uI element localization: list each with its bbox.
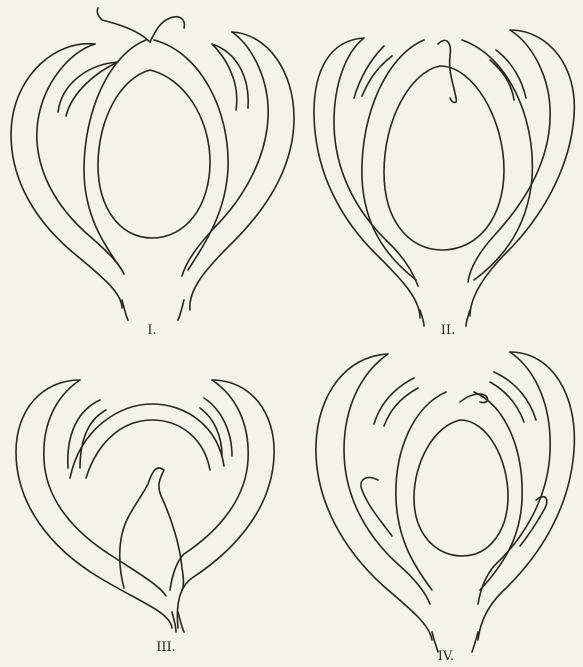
fig4-label: IV. — [438, 649, 454, 664]
fig2-outer-tepal-right — [470, 30, 574, 316]
fig4-outer-tepal-right-inner — [478, 352, 550, 604]
fig2-style — [438, 40, 456, 102]
fig2-inner-tepal-right — [490, 50, 526, 100]
fig1-label: I. — [147, 323, 156, 338]
fig1-pedicel — [122, 300, 184, 320]
fig1-outer-tepal-left — [11, 44, 122, 308]
figure-1: I. — [11, 8, 294, 338]
fig3-inner-tepal-left — [68, 400, 106, 468]
fig2-carpel-wall-left — [362, 40, 424, 280]
fig1-carpel-wall-right — [154, 40, 228, 270]
fig4-carpel-wall-right — [474, 392, 522, 590]
fig1-outer-tepal-right-inner — [182, 32, 268, 276]
fig3-inner-arch-outer — [70, 404, 224, 478]
fig2-ovary — [384, 66, 504, 250]
fig1-outer-tepal-right — [190, 32, 294, 310]
fig1-ovary — [98, 70, 210, 238]
fig4-inner-tepal-left — [374, 378, 418, 426]
fig1-outer-tepal-left-inner — [37, 44, 124, 274]
fig4-outer-tepal-left-inner — [344, 354, 430, 604]
fig4-carpel-wall-left — [396, 392, 446, 590]
fig1-inner-tepal-left — [58, 62, 118, 116]
fig3-inner-tepal-right — [200, 398, 232, 456]
fig4-stamen-right — [520, 497, 547, 546]
fig4-stamen-left — [361, 478, 392, 536]
fig4-inner-tepal-right — [490, 372, 536, 422]
fig4-outer-tepal-right — [478, 352, 574, 640]
fig3-label: III. — [156, 640, 176, 655]
figure-2: II. — [314, 30, 574, 338]
fig3-outer-tepal-left-inner — [44, 380, 166, 596]
figure-4: IV. — [316, 352, 574, 664]
fig2-outer-tepal-left-inner — [334, 38, 418, 286]
fig3-outer-tepal-right — [177, 380, 274, 628]
fig2-label: II. — [441, 323, 455, 338]
figure-3: III. — [16, 380, 274, 655]
fig3-inner-arch-inner — [86, 420, 210, 478]
fig1-inner-tepal-right — [212, 44, 248, 110]
fig2-carpel-wall-right — [462, 40, 532, 280]
fig1-stigma-right — [150, 17, 184, 42]
fig3-outer-tepal-right-inner — [170, 380, 248, 590]
fig4-stigma — [460, 394, 488, 403]
fig2-inner-tepal-left — [354, 46, 392, 98]
fig3-outer-tepal-left — [16, 380, 172, 628]
fig4-ovary — [414, 420, 508, 556]
fig1-stigma-left — [97, 8, 150, 42]
fig2-outer-tepal-left — [314, 38, 420, 318]
